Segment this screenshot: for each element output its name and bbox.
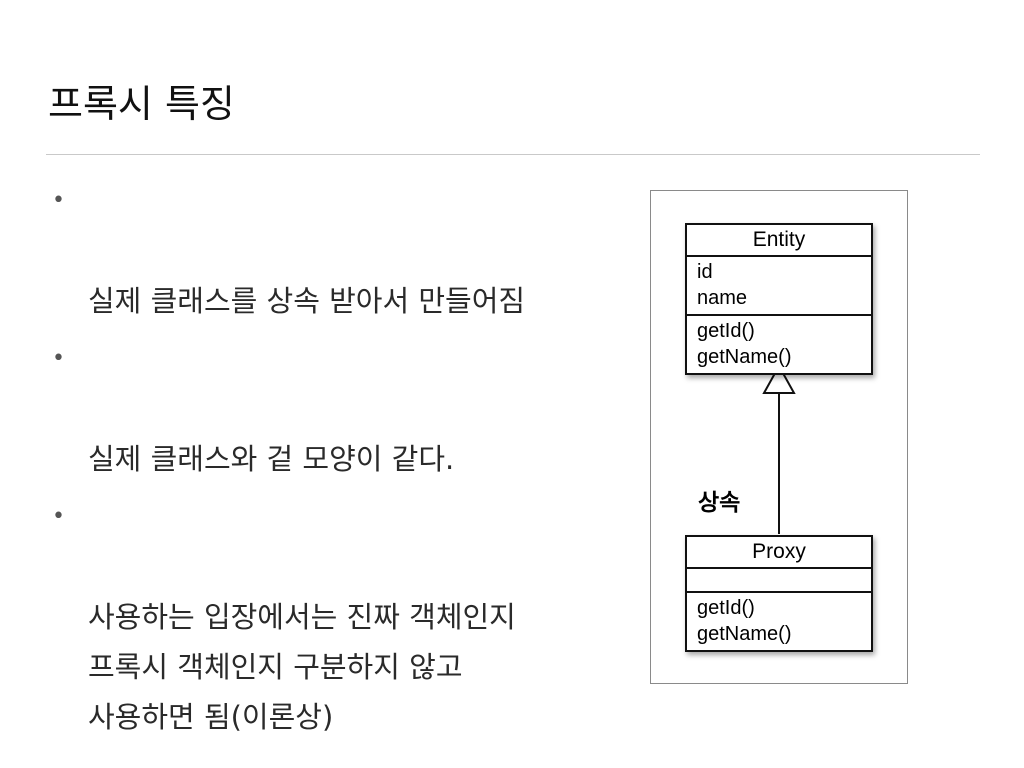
bullet-item: • 사용하는 입장에서는 진짜 객체인지 프록시 객체인지 구분하지 않고 사용… bbox=[50, 492, 610, 742]
bullet-item: • 실제 클래스를 상속 받아서 만들어짐 bbox=[50, 176, 610, 326]
entity-method-getid: getId() bbox=[697, 320, 755, 342]
bullet-dot-icon: • bbox=[52, 188, 65, 213]
bullet-list: • 실제 클래스를 상속 받아서 만들어짐 • 실제 클래스와 겉 모양이 같다… bbox=[50, 176, 610, 750]
inheritance-arrowhead-icon bbox=[762, 363, 796, 394]
uml-diagram: Entity id name getId() getName() 상속 Prox… bbox=[650, 190, 908, 684]
title-divider bbox=[46, 154, 980, 155]
bullet-text: 사용하는 입장에서는 진짜 객체인지 프록시 객체인지 구분하지 않고 사용하면… bbox=[88, 600, 516, 734]
proxy-method-getname: getName() bbox=[697, 623, 792, 645]
proxy-class-box: Proxy getId() getName() bbox=[685, 535, 873, 652]
entity-class-box: Entity id name getId() getName() bbox=[685, 223, 873, 375]
bullet-dot-icon: • bbox=[52, 504, 65, 529]
proxy-methods: getId() getName() bbox=[687, 591, 871, 650]
bullet-text: 실제 클래스를 상속 받아서 만들어짐 bbox=[88, 284, 526, 318]
bullet-item: • 실제 클래스와 겉 모양이 같다. bbox=[50, 334, 610, 484]
entity-methods: getId() getName() bbox=[687, 314, 871, 373]
entity-attributes: id name bbox=[687, 257, 871, 314]
entity-attribute-id: id bbox=[697, 261, 713, 283]
entity-method-getname: getName() bbox=[697, 346, 792, 368]
proxy-method-getid: getId() bbox=[697, 597, 755, 619]
bullet-text: 실제 클래스와 겉 모양이 같다. bbox=[88, 442, 455, 476]
inheritance-label: 상속 bbox=[698, 490, 741, 516]
entity-class-name: Entity bbox=[687, 225, 871, 257]
proxy-class-name: Proxy bbox=[687, 537, 871, 569]
entity-attribute-name: name bbox=[697, 287, 748, 309]
slide-title: 프록시 특징 bbox=[48, 82, 235, 126]
bullet-dot-icon: • bbox=[52, 346, 65, 371]
inheritance-connector bbox=[762, 363, 796, 534]
proxy-attributes bbox=[687, 569, 871, 591]
